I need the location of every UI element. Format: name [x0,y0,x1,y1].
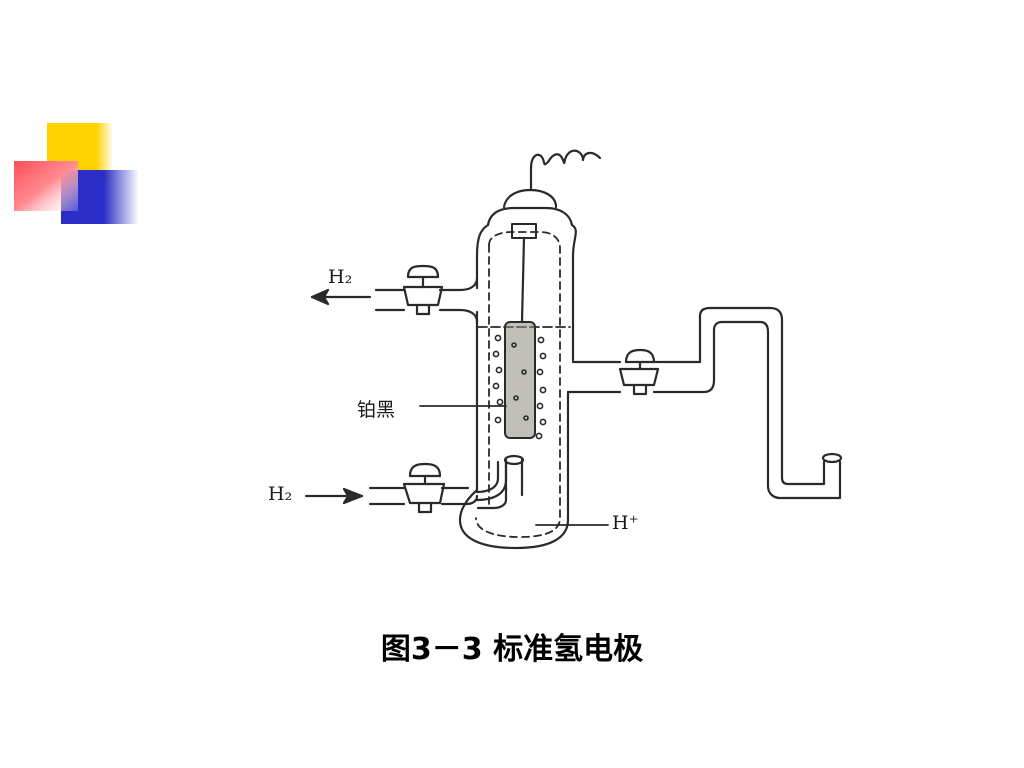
platinum-electrode [504,321,536,439]
h-ion-label: H⁺ [612,512,639,534]
inner-dashed-tube [475,231,561,538]
inner-inlet-tube [475,460,508,502]
right-stopcock [618,348,660,396]
inner-inlet-tube-outer [476,458,508,510]
right-tube-mouth [821,452,843,464]
stopper-neck [486,206,574,227]
hydrogen-bubbles [492,334,547,440]
figure-number: 图3－3 [380,632,483,667]
electrode-wire [520,236,526,324]
figure-title: 标准氢电极 [493,632,644,667]
upper-stopcock [402,264,444,316]
right-side-arm [566,306,842,500]
lower-stopcock [402,462,446,514]
h2-outlet-arrow [310,288,372,306]
electrode-holder [511,223,537,239]
top-stopper [502,188,558,209]
h2-inlet-label: H₂ [268,483,293,505]
decorative-corner-squares [14,123,139,224]
h2-inlet-arm [368,486,479,506]
figure-caption: 图3－3 标准氢电极 [0,624,1024,668]
platinum-black-label: 铂黑 [357,399,396,421]
h2-outlet-arm [374,276,479,324]
inner-inlet-mouth [503,454,525,466]
wire-coil [529,149,602,192]
main-tube-wall [458,223,577,550]
h2-inlet-arrow [304,487,364,505]
red-square [14,161,78,211]
h2-outlet-label: H₂ [328,266,353,288]
